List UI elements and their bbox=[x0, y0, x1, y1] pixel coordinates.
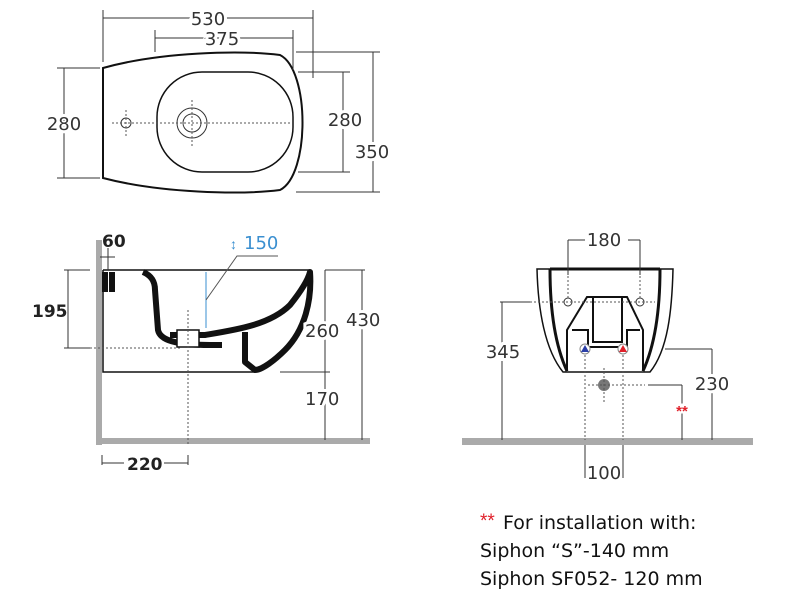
note-marker: ** bbox=[480, 511, 495, 532]
dim-230: 230 bbox=[695, 374, 729, 395]
hot-water-icon bbox=[619, 345, 627, 352]
dim-345: 345 bbox=[486, 342, 520, 363]
dim-60: 60 bbox=[102, 232, 126, 252]
top-bowl bbox=[156, 71, 294, 173]
note-line-1: Siphon “S”-140 mm bbox=[480, 540, 669, 562]
top-view: 530 375 280 280 350 bbox=[44, 6, 392, 194]
dim-100: 100 bbox=[587, 463, 621, 484]
dim-220: 220 bbox=[127, 455, 163, 475]
dim-150: 150 bbox=[244, 233, 278, 254]
dim-350: 350 bbox=[355, 142, 389, 163]
dim-180: 180 bbox=[587, 230, 621, 251]
dim-430: 430 bbox=[346, 310, 380, 331]
note-title: For installation with: bbox=[503, 512, 696, 534]
dim-375: 375 bbox=[205, 29, 239, 50]
side-view: 60 ↕ 150 195 260 430 170 220 bbox=[32, 232, 383, 475]
water-depth-arrow-icon: ↕ bbox=[230, 236, 237, 252]
note-line-2: Siphon SF052- 120 mm bbox=[480, 568, 703, 590]
dim-280-right: 280 bbox=[328, 110, 362, 131]
cold-water-icon bbox=[581, 345, 589, 352]
siphon-mark: ** bbox=[676, 403, 688, 420]
dim-260: 260 bbox=[305, 321, 339, 342]
dim-280-left: 280 bbox=[47, 114, 81, 135]
floor-front bbox=[462, 438, 753, 445]
dim-530: 530 bbox=[191, 9, 225, 30]
dim-195: 195 bbox=[32, 302, 68, 322]
dim-170: 170 bbox=[305, 389, 339, 410]
wall bbox=[96, 240, 102, 445]
front-view: 180 345 230 ** 100 bbox=[462, 230, 753, 484]
floor bbox=[96, 438, 370, 444]
installation-note: ** For installation with: Siphon “S”-140… bbox=[480, 511, 703, 590]
